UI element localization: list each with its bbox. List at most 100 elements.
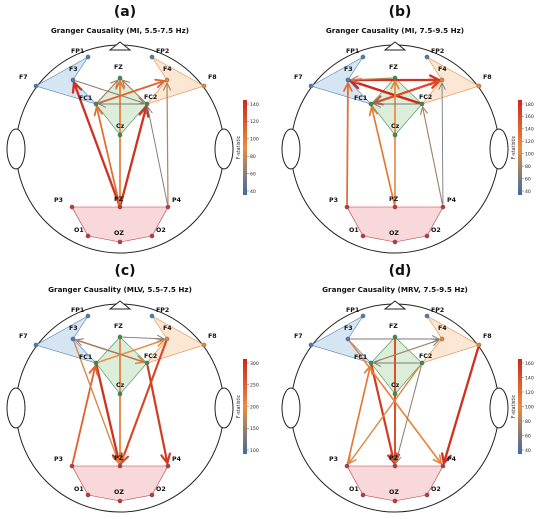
- electrode-label-p3: P3: [54, 197, 63, 204]
- electrode-f4: [164, 336, 170, 342]
- electrode-f4: [164, 77, 170, 83]
- electrode-label-p3: P3: [329, 197, 338, 204]
- arrowhead-FZ-to-F3: [350, 75, 359, 84]
- panel-d: (d)Granger Causality (MRV, 7.5-9.5 Hz)FP…: [281, 263, 534, 513]
- nose-triangle: [383, 300, 407, 310]
- arrow-F4-to-FC1: [372, 79, 441, 105]
- electrode-fz: [117, 75, 123, 81]
- arrow-FC1-to-F4: [97, 80, 166, 104]
- arrowhead-FC2-to-FC1: [373, 100, 382, 108]
- electrode-label-o2: O2: [431, 227, 441, 234]
- arrowhead-P4-to-FC2: [145, 106, 153, 115]
- electrode-fz: [392, 334, 398, 340]
- electrode-pz: [392, 204, 398, 210]
- panel-title: Granger Causality (MRV, 7.5-9.5 Hz): [322, 285, 468, 294]
- arrow-P4-to-FC2: [147, 106, 168, 205]
- electrode-label-f4: F4: [163, 325, 172, 332]
- electrode-oz: [117, 498, 123, 504]
- colorbar-tick-label: 140: [525, 375, 534, 381]
- parietal-region: [71, 465, 169, 502]
- arrowhead-FC2-to-PZ: [393, 455, 402, 464]
- electrode-p3: [69, 463, 75, 469]
- electrode-o1: [360, 233, 366, 239]
- arrowhead-P4-to-FC2: [420, 106, 428, 115]
- electrode-p4: [165, 204, 171, 210]
- arrowhead-FC2-to-P3: [348, 454, 357, 465]
- colorbar-gradient: [243, 359, 247, 454]
- arrowhead-PZ-to-F3: [71, 81, 83, 94]
- electrode-pz: [117, 463, 123, 469]
- arrowhead-FZ-to-PZ: [389, 453, 401, 465]
- electrode-fc1: [93, 101, 99, 107]
- electrode-pz: [117, 204, 123, 210]
- colorbar-tick-label: 250: [250, 383, 259, 389]
- arrow-F3-to-PZ: [73, 341, 120, 464]
- colorbar-tick-label: 100: [525, 404, 534, 410]
- electrode-label-p3: P3: [54, 456, 63, 463]
- colorbar-tick-label: 80: [525, 419, 531, 425]
- arrow-P4-to-FC2: [422, 106, 443, 205]
- colorbar-tick-label: 60: [250, 171, 256, 177]
- electrode-fp2: [424, 313, 430, 319]
- parietal-region: [71, 206, 169, 243]
- electrode-f3: [345, 77, 351, 83]
- colorbar-tick-label: 100: [250, 137, 259, 143]
- electrode-label-o2: O2: [156, 486, 166, 493]
- electrode-label-f3: F3: [344, 66, 353, 73]
- electrode-f8: [476, 83, 482, 89]
- electrode-label-f3: F3: [69, 66, 78, 73]
- electrode-o2: [149, 492, 155, 498]
- panel-title: Granger Causality (MLV, 5.5-7.5 Hz): [48, 285, 192, 294]
- electrode-label-f7: F7: [19, 333, 28, 340]
- arrow-PZ-to-FC1: [370, 106, 396, 205]
- electrode-label-fc2: FC2: [144, 353, 157, 360]
- electrode-p4: [440, 463, 446, 469]
- arrow-P3-to-FC1: [71, 364, 97, 465]
- electrode-label-fp1: FP1: [71, 48, 84, 55]
- electrode-label-fp2: FP2: [156, 307, 169, 314]
- arrow-FC1-to-F4: [373, 339, 440, 363]
- panel-title: Granger Causality (MI, 7.5-9.5 Hz): [326, 26, 464, 35]
- electrode-label-fp2: FP2: [431, 307, 444, 314]
- nose-triangle: [383, 41, 407, 51]
- colorbar-gradient: [243, 100, 247, 195]
- electrode-label-fz: FZ: [114, 64, 123, 71]
- arrow-FC2-to-PZ: [395, 365, 422, 464]
- electrode-o2: [424, 233, 430, 239]
- electrode-f8: [476, 342, 482, 348]
- electrode-f7: [308, 342, 314, 348]
- electrode-label-f8: F8: [483, 74, 492, 81]
- electrode-label-p4: P4: [447, 456, 457, 463]
- arrow-FZ-to-F4: [122, 336, 165, 340]
- electrode-label-f8: F8: [208, 333, 217, 340]
- electrode-p3: [69, 204, 75, 210]
- arrow-FZ-to-F3: [350, 77, 393, 81]
- electrode-p4: [440, 204, 446, 210]
- arrowhead-FC1-to-F4: [154, 78, 166, 89]
- electrode-label-oz: OZ: [114, 489, 124, 496]
- panel-letter: (c): [114, 263, 135, 279]
- arrowhead-F3-to-P4: [432, 454, 442, 465]
- arrow-FC2-to-F3: [75, 339, 145, 363]
- arrow-FC2-to-FZ: [121, 79, 146, 103]
- arrow-P4-to-F4: [441, 82, 444, 205]
- arrowhead-PZ-to-FC1: [368, 106, 379, 117]
- arrows: [71, 334, 172, 465]
- colorbar-tick-label: 150: [250, 426, 259, 432]
- arrow-PZ-to-FC2: [119, 105, 148, 206]
- electrode-o1: [360, 492, 366, 498]
- parietal-region: [346, 206, 444, 243]
- electrode-label-p4: P4: [447, 197, 457, 204]
- right-ear: [214, 128, 234, 170]
- electrode-label-fc1: FC1: [354, 354, 367, 361]
- nose-triangle: [108, 41, 132, 51]
- arrow-P3-to-F3: [346, 82, 349, 205]
- arrows: [346, 335, 480, 465]
- colorbar-tick-label: 160: [525, 114, 534, 120]
- electrode-fp1: [85, 313, 91, 319]
- electrode-fc2: [419, 360, 425, 366]
